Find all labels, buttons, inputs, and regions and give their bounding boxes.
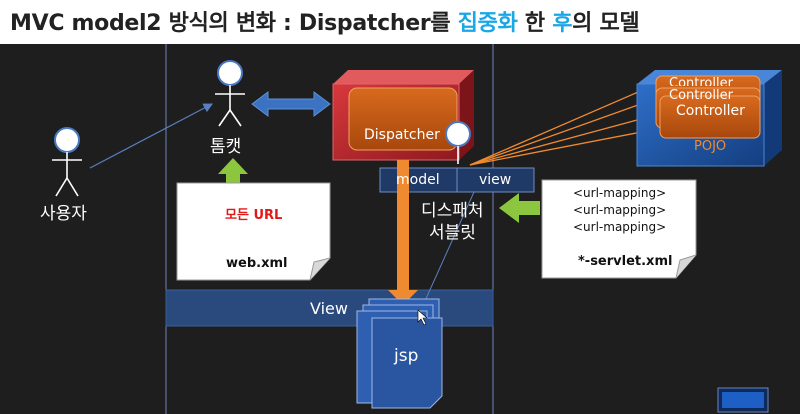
web-xml-to-tomcat-arrow: [218, 158, 248, 186]
dispatcher-to-jsp-arrow: [388, 160, 418, 305]
model-box: [379, 167, 458, 193]
view-label: view: [479, 172, 512, 188]
mouse-pointer-icon: [417, 309, 428, 326]
title-part2: 한: [517, 11, 553, 36]
view-box: [456, 167, 535, 193]
tomcat-label: 톰캣: [210, 137, 242, 157]
controller-front-label: Controller: [676, 103, 745, 119]
dispatcher-cube: [332, 70, 474, 161]
controller-box-front: [659, 95, 761, 139]
dispatcher-servlet-label-line1: 디스패처: [421, 201, 484, 221]
model-label: model: [396, 172, 440, 188]
controller-back1-label: Controller: [669, 76, 733, 86]
web-xml-filename: web.xml: [226, 256, 288, 271]
view-band-label: View: [310, 299, 348, 318]
jsp-label: jsp: [394, 346, 419, 366]
jsp-document-stack: [356, 298, 443, 409]
view-to-jsp-line: [419, 191, 475, 313]
user-actor-icon: [52, 127, 82, 197]
title-bar: MVC model2 방식의 변화 : Dispatcher를 집중화 한 후의…: [0, 0, 800, 44]
web-xml-document: [176, 182, 331, 281]
dispatcher-servlet-label-line2: 서블릿: [429, 223, 476, 243]
dispatcher-actor-icon: [445, 121, 471, 164]
servlet-xml-to-dispatcher-arrow: [499, 193, 540, 223]
tomcat-actor-icon: [215, 60, 245, 127]
title-highlight-after: 후: [552, 11, 573, 36]
title-highlight-centralize: 집중화: [457, 11, 518, 36]
title-part1: MVC model2 방식의 변화 : Dispatcher를: [10, 11, 458, 36]
url-mapping-line-3: <url-mapping>: [573, 220, 667, 234]
title-part3: 의 모델: [572, 11, 640, 36]
user-to-tomcat-arrow: [89, 103, 214, 169]
dispatcher-label: Dispatcher: [364, 127, 440, 143]
pojo-label: POJO: [694, 139, 727, 154]
servlet-xml-filename: *-servlet.xml: [578, 254, 673, 269]
url-mapping-line-1: <url-mapping>: [573, 186, 667, 200]
monitor-icon: [717, 387, 769, 413]
tomcat-dispatcher-double-arrow: [251, 91, 331, 117]
user-label: 사용자: [40, 204, 87, 224]
controller-back2-label: Controller: [669, 88, 733, 100]
slide-title: MVC model2 방식의 변화 : Dispatcher를 집중화 한 후의…: [10, 5, 640, 37]
dispatcher-to-controller-arrows: [469, 84, 654, 166]
web-xml-content: 모든 URL: [225, 208, 283, 223]
url-mapping-line-2: <url-mapping>: [573, 203, 667, 217]
servlet-xml-document: [541, 179, 697, 279]
